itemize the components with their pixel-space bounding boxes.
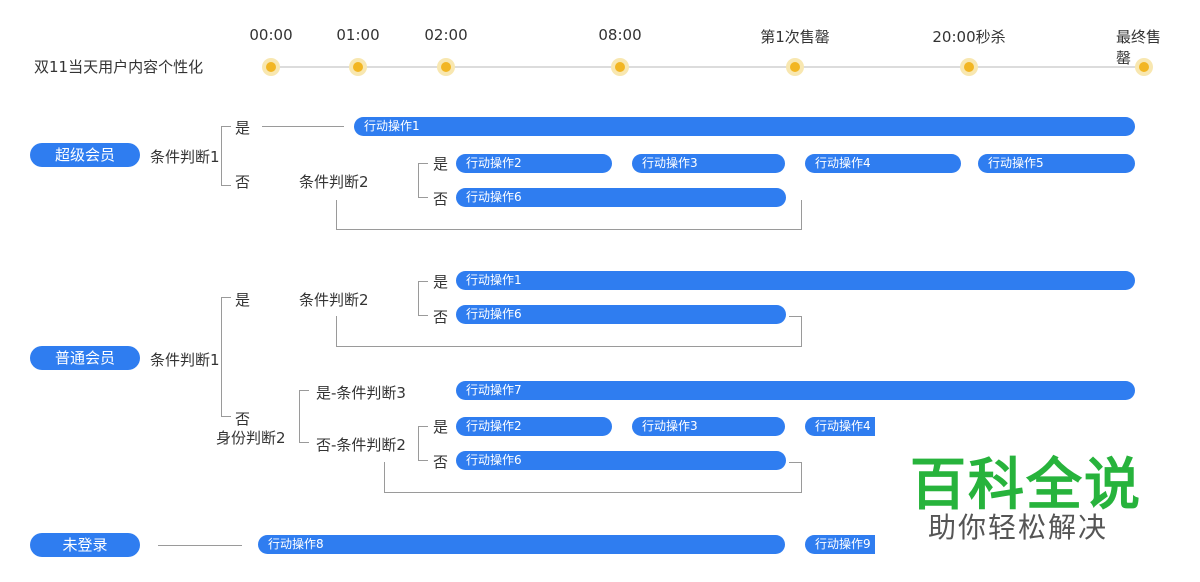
action-bar-6: 行动操作6 bbox=[456, 188, 786, 207]
action-bar-8: 行动操作8 bbox=[258, 535, 785, 554]
answer-yes: 是 bbox=[235, 291, 251, 309]
watermark-tagline: 助你轻松解决 bbox=[928, 511, 1109, 544]
bracket-line bbox=[299, 390, 300, 443]
answer-no: 否 bbox=[235, 410, 251, 428]
loop-line bbox=[789, 462, 802, 463]
bracket-line bbox=[221, 185, 231, 186]
loop-line bbox=[801, 200, 802, 230]
bracket-line bbox=[418, 197, 428, 198]
answer-no: 否 bbox=[235, 173, 251, 191]
action-bar-2: 行动操作2 bbox=[456, 154, 612, 173]
action-bar-4: 行动操作4 bbox=[805, 417, 875, 436]
action-bar-3: 行动操作3 bbox=[632, 154, 785, 173]
bracket-line bbox=[221, 297, 222, 417]
timeline-dot bbox=[437, 58, 455, 76]
answer-yes: 是 bbox=[433, 155, 449, 173]
bracket-line bbox=[418, 281, 419, 316]
timeline-dot bbox=[349, 58, 367, 76]
timeline-label: 第1次售罄 bbox=[760, 28, 830, 46]
answer-no: 否 bbox=[433, 190, 449, 208]
condition-label: 条件判断2 bbox=[299, 173, 369, 191]
answer-yes: 是 bbox=[235, 119, 251, 137]
loop-line bbox=[384, 462, 385, 493]
loop-line bbox=[801, 316, 802, 347]
member-pill-guest: 未登录 bbox=[30, 533, 140, 557]
timeline-label: 02:00 bbox=[424, 26, 468, 44]
bracket-line bbox=[418, 426, 419, 461]
bracket-line bbox=[221, 126, 231, 127]
bracket-line bbox=[299, 390, 309, 391]
loop-line bbox=[336, 346, 802, 347]
timeline-dot bbox=[262, 58, 280, 76]
watermark-logo: 百科全说 bbox=[910, 453, 1142, 518]
condition-label: 是-条件判断3 bbox=[316, 384, 406, 402]
action-bar-9: 行动操作9 bbox=[805, 535, 875, 554]
action-bar-7: 行动操作7 bbox=[456, 381, 1135, 400]
bracket-line bbox=[221, 297, 231, 298]
answer-no: 否 bbox=[433, 308, 449, 326]
condition-label: 条件判断1 bbox=[150, 148, 220, 166]
timeline-axis bbox=[266, 66, 1146, 68]
action-bar-6: 行动操作6 bbox=[456, 451, 786, 470]
timeline-dot bbox=[611, 58, 629, 76]
timeline-label: 最终售罄 bbox=[1116, 28, 1162, 67]
loop-line bbox=[384, 492, 802, 493]
timeline-label: 20:00秒杀 bbox=[932, 28, 1006, 46]
loop-line bbox=[336, 200, 337, 230]
timeline-label: 01:00 bbox=[336, 26, 380, 44]
loop-line bbox=[789, 316, 802, 317]
bracket-line bbox=[418, 163, 428, 164]
loop-line bbox=[801, 462, 802, 493]
loop-line bbox=[336, 316, 337, 347]
bracket-line bbox=[299, 442, 309, 443]
action-bar-1: 行动操作1 bbox=[456, 271, 1135, 290]
timeline-title: 双11当天用户内容个性化 bbox=[34, 58, 204, 76]
action-bar-1: 行动操作1 bbox=[354, 117, 1135, 136]
timeline-dot bbox=[960, 58, 978, 76]
watermark-backdrop bbox=[888, 428, 1200, 582]
connector-line bbox=[262, 126, 344, 127]
bracket-line bbox=[221, 126, 222, 186]
bracket-line bbox=[418, 460, 428, 461]
timeline-label: 00:00 bbox=[249, 26, 293, 44]
action-bar-5: 行动操作5 bbox=[978, 154, 1135, 173]
action-bar-6: 行动操作6 bbox=[456, 305, 786, 324]
action-bar-4: 行动操作4 bbox=[805, 154, 961, 173]
bracket-line bbox=[418, 163, 419, 198]
loop-line bbox=[336, 229, 802, 230]
timeline-label: 08:00 bbox=[598, 26, 642, 44]
answer-yes: 是 bbox=[433, 273, 449, 291]
answer-no: 否 bbox=[433, 453, 449, 471]
condition-label: 否-条件判断2 bbox=[316, 436, 406, 454]
bracket-line bbox=[221, 416, 231, 417]
connector-line bbox=[158, 545, 242, 546]
bracket-line bbox=[418, 315, 428, 316]
member-pill-super: 超级会员 bbox=[30, 143, 140, 167]
bracket-line bbox=[418, 426, 428, 427]
condition-label: 身份判断2 bbox=[216, 429, 286, 447]
member-pill-normal: 普通会员 bbox=[30, 346, 140, 370]
action-bar-2: 行动操作2 bbox=[456, 417, 612, 436]
action-bar-3: 行动操作3 bbox=[632, 417, 785, 436]
answer-yes: 是 bbox=[433, 418, 449, 436]
timeline-dot bbox=[1135, 58, 1153, 76]
bracket-line bbox=[418, 281, 428, 282]
condition-label: 条件判断1 bbox=[150, 351, 220, 369]
condition-label: 条件判断2 bbox=[299, 291, 369, 309]
timeline-dot bbox=[786, 58, 804, 76]
